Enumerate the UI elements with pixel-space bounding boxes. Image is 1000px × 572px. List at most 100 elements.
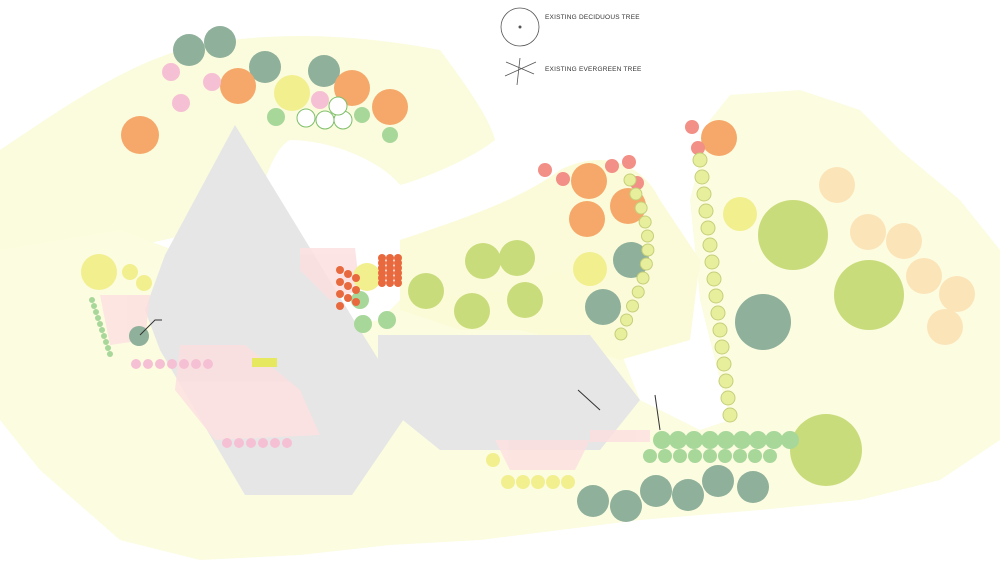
tree-yellow bbox=[274, 75, 310, 111]
shrub-salmon bbox=[538, 163, 552, 177]
shrub-pale-green bbox=[700, 220, 716, 236]
shrub-pink bbox=[172, 94, 190, 112]
shrub-yellow bbox=[531, 475, 545, 489]
shrub-red-orange bbox=[344, 282, 352, 290]
shrub-light-green bbox=[763, 449, 777, 463]
shrub-pink bbox=[131, 359, 141, 369]
tree-orange bbox=[372, 89, 408, 125]
shrub-light-green bbox=[89, 297, 95, 303]
tree-yellow bbox=[353, 263, 381, 291]
shrub-pale-green bbox=[716, 356, 732, 372]
shrub-light-green bbox=[749, 431, 767, 449]
tree-dark-green bbox=[735, 294, 791, 350]
shrub-pale-green bbox=[634, 201, 648, 215]
shrub-yellow bbox=[561, 475, 575, 489]
shrub-light-green bbox=[658, 449, 672, 463]
shrub-light-green bbox=[673, 449, 687, 463]
shrub-pink bbox=[258, 438, 268, 448]
paved-plaza-east bbox=[378, 335, 640, 450]
tree-dark-green bbox=[249, 51, 281, 83]
shrub-yellow bbox=[136, 275, 152, 291]
shrub-pink bbox=[311, 91, 329, 109]
tree-lime bbox=[499, 240, 535, 276]
shrub-pale-green bbox=[712, 322, 728, 338]
tree-lime bbox=[454, 293, 490, 329]
shrub-yellow bbox=[546, 475, 560, 489]
marker-lines bbox=[139, 319, 661, 431]
tree-dark-green bbox=[577, 485, 609, 517]
tree-lime bbox=[408, 273, 444, 309]
shrub-pale-green bbox=[694, 169, 710, 185]
shrub-yellow bbox=[122, 264, 138, 280]
tree-peach bbox=[906, 258, 942, 294]
shrub-light-green bbox=[733, 431, 751, 449]
shrub-light-green bbox=[99, 327, 105, 333]
shrub-red-orange bbox=[336, 278, 344, 286]
shrub-light-green bbox=[103, 339, 109, 345]
tree-lime bbox=[790, 414, 862, 486]
tree-dark-green bbox=[308, 55, 340, 87]
tree-yellow bbox=[573, 252, 607, 286]
tree-layer bbox=[81, 26, 975, 522]
shrub-red-orange bbox=[336, 290, 344, 298]
shrub-light-green bbox=[91, 303, 97, 309]
shrub-pale-green bbox=[629, 187, 643, 201]
shrub-pale-green bbox=[714, 339, 730, 355]
tree-dark-green bbox=[672, 479, 704, 511]
tree-orange bbox=[569, 201, 605, 237]
shrub-light-green bbox=[688, 449, 702, 463]
pink-bed-southwest bbox=[175, 345, 320, 440]
tree-peach bbox=[886, 223, 922, 259]
shrub-pale-green bbox=[698, 203, 714, 219]
tree-dark-green bbox=[204, 26, 236, 58]
shrub-light-green bbox=[765, 431, 783, 449]
shrub-light-green bbox=[101, 333, 107, 339]
shrub-light-green bbox=[95, 315, 101, 321]
shrub-salmon bbox=[605, 159, 619, 173]
shrub-pink bbox=[143, 359, 153, 369]
shrub-red-orange bbox=[352, 286, 360, 294]
shrub-pale-green bbox=[696, 186, 712, 202]
shrub-pale-green bbox=[722, 407, 738, 423]
tree-peach bbox=[927, 309, 963, 345]
shrub-pale-green bbox=[641, 243, 655, 257]
shrub-light-green bbox=[105, 345, 111, 351]
shrub-red-orange bbox=[336, 266, 344, 274]
tree-lime bbox=[758, 200, 828, 270]
yellow-bench bbox=[252, 358, 277, 367]
shrub-pink bbox=[191, 359, 201, 369]
shrub-light-green bbox=[718, 449, 732, 463]
shrub-pink bbox=[155, 359, 165, 369]
tree-dark-green bbox=[737, 471, 769, 503]
shrub-pale-green bbox=[639, 257, 653, 271]
shrub-pale-green bbox=[620, 313, 634, 327]
shrub-pink bbox=[162, 63, 180, 81]
shrub-light-green bbox=[748, 449, 762, 463]
shrub-pale-green bbox=[638, 215, 652, 229]
shrub-yellow bbox=[486, 453, 500, 467]
shrub-light-green bbox=[733, 449, 747, 463]
tree-orange bbox=[701, 120, 737, 156]
shrub-light-green bbox=[354, 315, 372, 333]
tree-lime bbox=[465, 243, 501, 279]
shrub-pink bbox=[203, 359, 213, 369]
tree-yellow bbox=[81, 254, 117, 290]
shrub-light-green bbox=[382, 127, 398, 143]
tree-peach bbox=[939, 276, 975, 312]
legend-deciduous-label: EXISTING DECIDUOUS TREE bbox=[545, 14, 640, 21]
evergreen-tree-symbol bbox=[504, 57, 537, 86]
tree-orange bbox=[121, 116, 159, 154]
shrub-pink bbox=[167, 359, 177, 369]
shrub-salmon bbox=[691, 141, 705, 155]
shrub-light-green bbox=[685, 431, 703, 449]
shrub-light-green bbox=[653, 431, 671, 449]
shrub-red-orange bbox=[386, 279, 394, 287]
tree-lime bbox=[834, 260, 904, 330]
shrub-pale-green bbox=[614, 327, 628, 341]
shrub-red-orange bbox=[344, 270, 352, 278]
shrub-salmon bbox=[556, 172, 570, 186]
tree-dark-green bbox=[173, 34, 205, 66]
shrub-pale-green bbox=[720, 390, 736, 406]
shrub-red-orange bbox=[378, 279, 386, 287]
